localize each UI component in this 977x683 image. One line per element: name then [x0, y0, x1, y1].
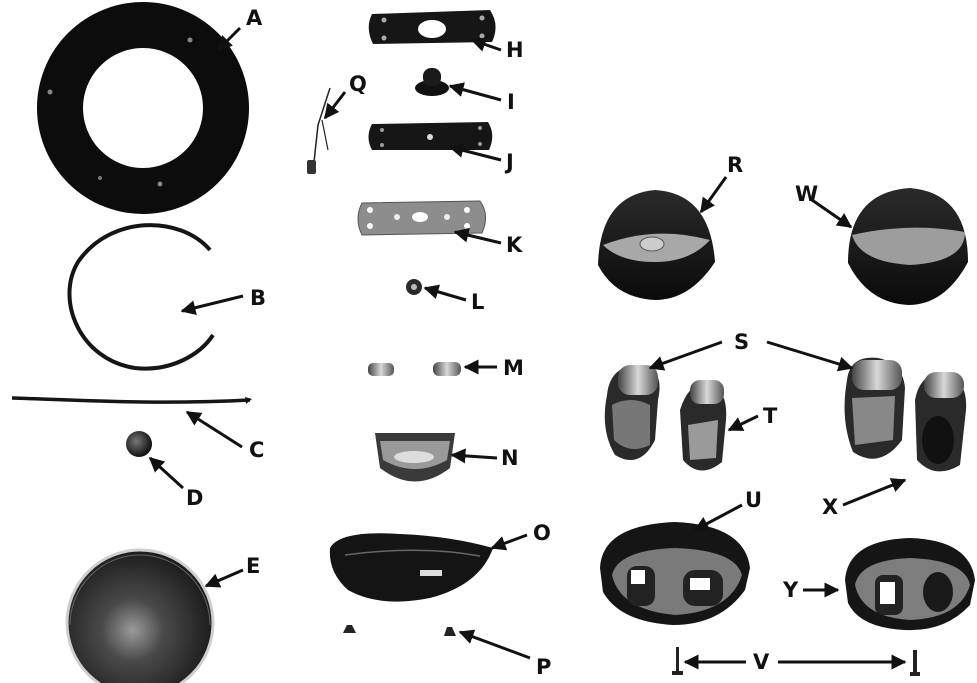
- part-r-dome: [598, 190, 715, 300]
- label-n: N: [501, 448, 519, 469]
- label-l: L: [471, 292, 484, 313]
- part-c-wire: [12, 398, 250, 402]
- part-k-plate: [358, 201, 486, 235]
- part-u-base: [600, 522, 750, 625]
- label-v: V: [753, 652, 769, 673]
- label-m: M: [503, 358, 524, 379]
- label-s: S: [734, 332, 749, 353]
- label-b: B: [250, 288, 266, 309]
- part-h-plate: [369, 10, 496, 44]
- part-n-reflector: [375, 433, 455, 482]
- part-b-split-ring: [69, 225, 213, 369]
- label-o: O: [533, 523, 551, 544]
- label-e: E: [246, 556, 260, 577]
- part-y-base: [845, 538, 975, 630]
- part-a-gasket-ring: [48, 25, 227, 191]
- part-l-screw: [406, 279, 422, 295]
- label-a: A: [246, 8, 262, 29]
- part-j-plate: [369, 122, 493, 150]
- label-t: T: [763, 406, 777, 427]
- part-s-t-x-cups: [605, 358, 966, 472]
- label-c: C: [249, 440, 264, 461]
- label-r: R: [727, 155, 743, 176]
- label-q: Q: [349, 74, 367, 95]
- label-h: H: [506, 40, 524, 61]
- label-i: I: [507, 92, 515, 113]
- part-o-housing: [330, 533, 493, 601]
- part-w-dome: [848, 188, 968, 305]
- label-j: J: [506, 152, 514, 173]
- label-k: K: [506, 235, 522, 256]
- label-p: P: [536, 657, 551, 678]
- part-d-ball: [126, 431, 152, 457]
- label-x: X: [822, 497, 838, 518]
- label-y: Y: [783, 580, 798, 601]
- part-i-knob: [415, 68, 449, 96]
- part-q-lead: [307, 88, 330, 174]
- label-u: U: [745, 490, 762, 511]
- label-d: D: [186, 488, 203, 509]
- label-w: W: [795, 184, 818, 205]
- part-p-screws: [343, 625, 456, 636]
- part-m-bulbs: [368, 362, 461, 376]
- part-e-lens: [67, 550, 213, 683]
